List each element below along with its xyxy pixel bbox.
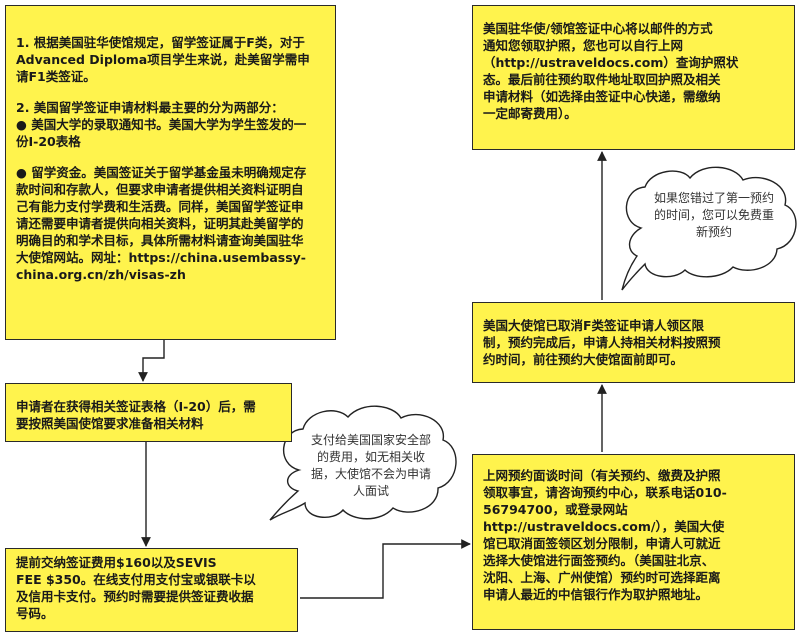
prepare-text: 申请者在获得相关签证表格（I-20）后，需 要按照美国使馆要求准备相关材料 xyxy=(16,399,256,431)
policy-paragraph-3: ● 留学资金。美国签证关于留学基金虽未明确规定存 款时间和存款人，但要求申请者提… xyxy=(16,165,307,282)
step-box-book-appointment: 上网预约面谈时间（有关预约、缴费及护照 领取事宜，请咨询预约中心，联系电话010… xyxy=(472,454,795,630)
step-box-visa-policy: 1. 根据美国驻华使馆规定，留学签证属于F类，对于 Advanced Diplo… xyxy=(5,5,336,340)
payment-note-text: 支付给美国国家安全部 的费用，如无相关收 据，大使馆不会为申请 人面试 xyxy=(310,433,431,498)
step-box-payment: 提前交纳签证费用$160以及SEVIS FEE $350。在线支付用支付宝或银联… xyxy=(5,548,298,632)
payment-text: 提前交纳签证费用$160以及SEVIS FEE $350。在线支付用支付宝或银联… xyxy=(16,555,256,621)
policy-paragraph-1: 1. 根据美国驻华使馆规定，留学签证属于F类，对于 Advanced Diplo… xyxy=(16,35,310,84)
connector-policy-prepare xyxy=(138,331,169,382)
step-box-interview: 美国大使馆已取消F类签证申请人领区限 制，预约完成后，申请人持相关材料按照预 约… xyxy=(472,302,795,383)
appointment-text: 上网预约面谈时间（有关预约、缴费及护照 领取事宜，请咨询预约中心，联系电话010… xyxy=(483,468,727,602)
interview-text: 美国大使馆已取消F类签证申请人领区限 制，预约完成后，申请人持相关材料按照预 约… xyxy=(483,318,721,367)
step-box-passport-pickup: 美国驻华使/领馆签证中心将以邮件的方式 通知您领取护照，您也可以自行上网 （ht… xyxy=(472,5,795,150)
speech-bubble-missed-appointment xyxy=(621,166,797,291)
step-box-prepare-materials: 申请者在获得相关签证表格（I-20）后，需 要按照美国使馆要求准备相关材料 xyxy=(5,383,292,442)
missed-appointment-note-text: 如果您错过了第一预约 的时间，您可以免费重 新预约 xyxy=(653,191,774,239)
connector-payment-appointment xyxy=(300,539,471,599)
passport-text: 美国驻华使/领馆签证中心将以邮件的方式 通知您领取护照，您也可以自行上网 （ht… xyxy=(483,21,739,121)
policy-paragraph-2: 2. 美国留学签证申请材料最主要的分为两部分： ● 美国大学的录取通知书。美国大… xyxy=(16,100,307,149)
speech-bubble-payment xyxy=(269,405,457,521)
